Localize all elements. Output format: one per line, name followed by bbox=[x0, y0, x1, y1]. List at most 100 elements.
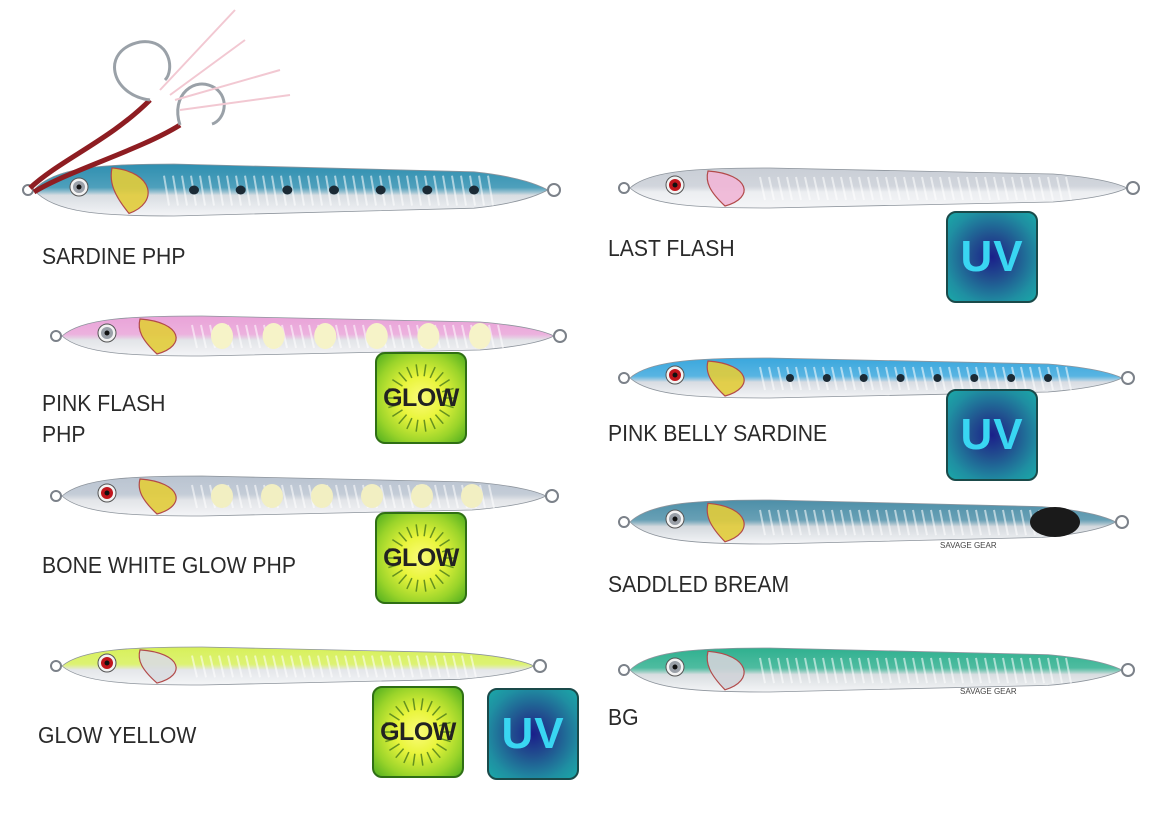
nose-ring bbox=[618, 664, 630, 676]
lure-bone-white-image bbox=[50, 475, 559, 517]
scale-line bbox=[245, 655, 252, 678]
glow-ray bbox=[388, 387, 401, 393]
scale-line bbox=[1002, 366, 1009, 391]
scale-line bbox=[777, 366, 784, 391]
scale-line bbox=[407, 484, 414, 509]
scale-line bbox=[406, 175, 413, 206]
label-pink-flash-php: PINK FLASH bbox=[42, 390, 166, 416]
scale-line bbox=[831, 657, 838, 684]
glow-ray bbox=[406, 366, 413, 379]
scale-line bbox=[939, 366, 946, 391]
label-pink-belly-sardine: PINK BELLY SARDINE bbox=[608, 420, 828, 446]
nose-ring bbox=[618, 516, 630, 528]
scale-line bbox=[885, 509, 892, 536]
lure-pink-belly-sardine-image bbox=[618, 357, 1135, 399]
nose-ring bbox=[618, 372, 630, 384]
scale-line bbox=[894, 176, 901, 201]
scale-line bbox=[930, 657, 937, 684]
scale-line bbox=[254, 324, 261, 349]
tail-ring bbox=[547, 183, 561, 197]
glow-ray bbox=[439, 538, 451, 547]
scale-line bbox=[858, 509, 865, 536]
scale-line bbox=[1047, 176, 1054, 201]
scale-line bbox=[389, 324, 396, 349]
glow-ray bbox=[423, 419, 427, 432]
scale-line bbox=[984, 176, 991, 201]
scale-line bbox=[1020, 657, 1027, 684]
scale-line bbox=[1020, 509, 1027, 536]
uv-badge-glow-yellow: UV bbox=[487, 688, 579, 780]
lure-bone-white-glow-php bbox=[0, 458, 580, 538]
glow-ray bbox=[420, 753, 424, 766]
scale-line bbox=[966, 176, 973, 201]
scale-line bbox=[1011, 657, 1018, 684]
scale-line bbox=[236, 324, 243, 349]
scale-line bbox=[804, 366, 811, 391]
scale-line bbox=[199, 175, 206, 206]
glow-ray bbox=[420, 698, 424, 711]
scale-line bbox=[416, 655, 423, 678]
scale-line bbox=[281, 655, 288, 678]
scale-line bbox=[867, 366, 874, 391]
scale-line bbox=[1038, 657, 1045, 684]
scale-line bbox=[876, 509, 883, 536]
scale-line bbox=[849, 657, 856, 684]
gill-plate bbox=[706, 360, 745, 397]
scale-line bbox=[344, 484, 351, 509]
scale-line bbox=[975, 176, 982, 201]
scale-line bbox=[975, 509, 982, 536]
glow-ray bbox=[441, 387, 454, 393]
scale-line bbox=[930, 176, 937, 201]
nose-ring bbox=[50, 490, 62, 502]
scale-line bbox=[236, 484, 243, 509]
lure-glow-yellow-image bbox=[50, 646, 547, 686]
gill-plate bbox=[706, 170, 745, 207]
scale-line bbox=[948, 366, 955, 391]
scale-line bbox=[885, 657, 892, 684]
scale-line bbox=[1002, 509, 1009, 536]
scale-line bbox=[903, 509, 910, 536]
scale-line bbox=[236, 655, 243, 678]
scale-line bbox=[867, 657, 874, 684]
scale-line bbox=[200, 484, 207, 509]
scale-line bbox=[813, 366, 820, 391]
body-spot bbox=[314, 323, 337, 349]
glow-ray bbox=[388, 563, 401, 569]
gill-plate bbox=[110, 167, 149, 215]
scale-line bbox=[777, 176, 784, 201]
body-spot bbox=[235, 185, 246, 195]
body-spot bbox=[786, 374, 794, 382]
glow-ray bbox=[412, 753, 416, 766]
scale-line bbox=[1002, 176, 1009, 201]
body-spot bbox=[311, 484, 333, 508]
scale-line bbox=[768, 176, 775, 201]
scale-line bbox=[903, 657, 910, 684]
scale-line bbox=[1038, 366, 1045, 391]
scale-line bbox=[939, 176, 946, 201]
scale-line bbox=[903, 366, 910, 391]
gill-plate bbox=[138, 478, 177, 515]
eye-pupil bbox=[672, 516, 678, 522]
scale-line bbox=[371, 655, 378, 678]
scale-line bbox=[876, 657, 883, 684]
scale-line bbox=[993, 657, 1000, 684]
scale-line bbox=[795, 509, 802, 536]
glow-ray bbox=[406, 526, 413, 539]
scale-line bbox=[777, 509, 784, 536]
glow-ray bbox=[388, 743, 400, 752]
lure-body bbox=[629, 647, 1123, 693]
scale-line bbox=[885, 366, 892, 391]
scale-line bbox=[885, 176, 892, 201]
scale-line bbox=[759, 509, 766, 536]
scale-line bbox=[813, 657, 820, 684]
scale-line bbox=[921, 509, 928, 536]
scale-line bbox=[263, 655, 270, 678]
scale-line bbox=[227, 655, 234, 678]
scale-line bbox=[272, 655, 279, 678]
tail-ring bbox=[545, 489, 559, 503]
scale-line bbox=[299, 324, 306, 349]
body-spot bbox=[411, 484, 433, 508]
tail-ring bbox=[1121, 371, 1135, 385]
scale-line bbox=[831, 509, 838, 536]
glow-ray bbox=[434, 371, 444, 382]
